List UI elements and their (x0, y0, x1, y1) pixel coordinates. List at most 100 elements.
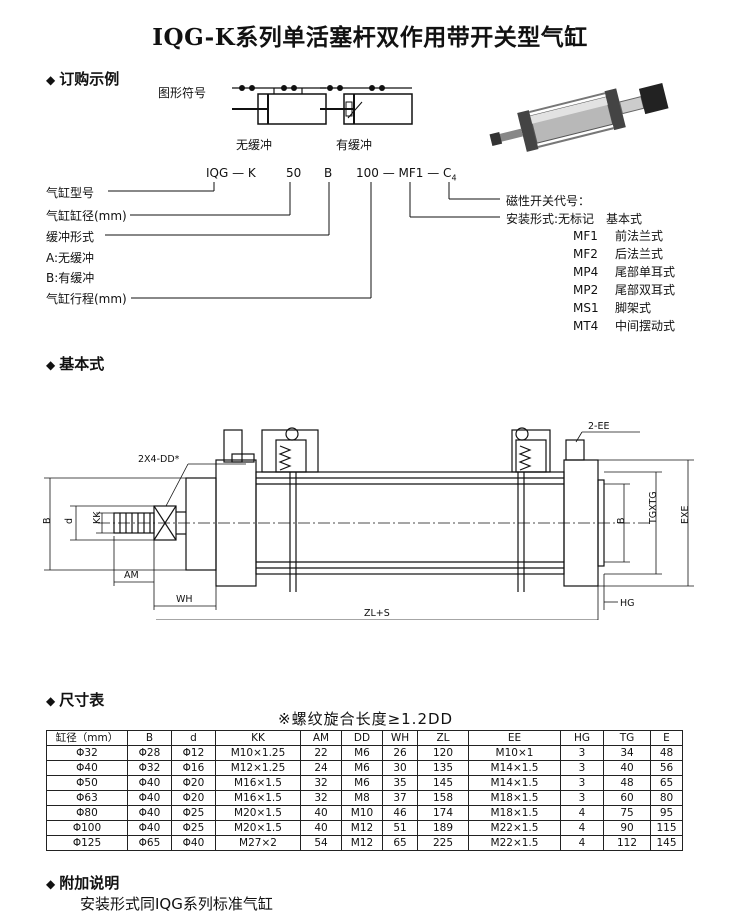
table-cell: 22 (300, 745, 342, 761)
table-header-cell: d (171, 730, 216, 746)
code-stroke-mount-text: 100 — MF1 — C (356, 166, 452, 180)
table-cell: M6 (341, 760, 383, 776)
table-cell: M20×1.5 (215, 805, 301, 821)
table-cell: M6 (341, 775, 383, 791)
table-cell: Φ40 (46, 760, 128, 776)
table-cell: Φ25 (171, 805, 216, 821)
table-cell: 30 (382, 760, 418, 776)
label-bore: 气缸缸径(mm) (46, 209, 127, 223)
table-cell: Φ28 (127, 745, 172, 761)
section-basic-label: 基本式 (59, 355, 105, 373)
table-cell: M8 (341, 790, 383, 806)
table-cell: 3 (560, 790, 604, 806)
table-header-cell: 缸径（mm） (46, 730, 128, 746)
table-cell: 48 (603, 775, 651, 791)
table-cell: 115 (650, 820, 683, 836)
table-cell: 48 (650, 745, 683, 761)
table-cell: 90 (603, 820, 651, 836)
cylinder-product-illustration (489, 83, 669, 152)
table-cell: 32 (300, 775, 342, 791)
label-model: 气缸型号 (46, 186, 95, 200)
code-model: IQG — K (206, 166, 256, 180)
symbol-label: 图形符号 (158, 86, 207, 100)
table-header-cell: ZL (417, 730, 469, 746)
label-mount-basic: 基本式 (606, 212, 643, 226)
table-header-cell: AM (300, 730, 342, 746)
table-cell: M12×1.25 (215, 760, 301, 776)
table-cell: M18×1.5 (468, 790, 561, 806)
drawing-d-label: d (64, 518, 75, 524)
table-header-cell: E (650, 730, 683, 746)
table-cell: M10 (341, 805, 383, 821)
section-order-heading: ◆订购示例 (46, 68, 119, 89)
table-cell: 112 (603, 835, 651, 851)
table-cell: 145 (417, 775, 469, 791)
thread-note: ※螺纹旋合长度≥1.2DD (278, 710, 454, 728)
table-cell: Φ80 (46, 805, 128, 821)
table-header-cell: WH (382, 730, 418, 746)
table-cell: M22×1.5 (468, 835, 561, 851)
code-stroke-mount: 100 — MF1 — C4 (356, 166, 457, 182)
table-cell: M16×1.5 (215, 775, 301, 791)
table-cell: 40 (300, 820, 342, 836)
table-cell: 75 (603, 805, 651, 821)
table-cell: M20×1.5 (215, 820, 301, 836)
no-cushion-label: 无缓冲 (236, 138, 273, 152)
table-cell: M10×1 (468, 745, 561, 761)
table-cell: 34 (603, 745, 651, 761)
code-switch-subscript: 4 (451, 173, 457, 183)
table-header-cell: HG (560, 730, 604, 746)
table-cell: 174 (417, 805, 469, 821)
table-cell: 24 (300, 760, 342, 776)
table-cell: Φ50 (46, 775, 128, 791)
label-mount: 安装形式:无标记基本式 (506, 210, 642, 227)
dimension-table: 缸径（mm） B d KK AM DD WH ZL EE HG TG E Φ32… (46, 730, 683, 851)
table-cell: 26 (382, 745, 418, 761)
cylinder-symbols (232, 85, 327, 125)
table-cell: Φ65 (127, 835, 172, 851)
table-cell: 54 (300, 835, 342, 851)
drawing-dd-label: 2X4-DD* (138, 454, 180, 465)
table-cell: 65 (382, 835, 418, 851)
table-cell: Φ40 (127, 775, 172, 791)
code-cushion: B (324, 166, 333, 180)
label-switch-code: 磁性开关代号： (506, 194, 591, 208)
section-order-label: 订购示例 (59, 70, 120, 88)
table-header-row: 缸径（mm） B d KK AM DD WH ZL EE HG TG E (46, 730, 683, 746)
label-stroke: 气缸行程(mm) (46, 292, 127, 306)
table-cell: Φ32 (46, 745, 128, 761)
table-cell: Φ32 (127, 760, 172, 776)
table-cell: M14×1.5 (468, 760, 561, 776)
cushion-symbol-icon (320, 85, 413, 125)
drawing-kk-label: KK (92, 511, 103, 524)
section-additional-heading: ◆附加说明 (46, 872, 119, 893)
drawing-zl-label: ZL+S (364, 608, 390, 619)
label-with-cushion: B:有缓冲 (46, 271, 95, 285)
label-cushion: 缓冲形式 (46, 230, 95, 244)
table-cell: M16×1.5 (215, 790, 301, 806)
table-cell: 120 (417, 745, 469, 761)
section-basic-heading: ◆基本式 (46, 353, 104, 374)
table-header-cell: KK (215, 730, 301, 746)
table-cell: 32 (300, 790, 342, 806)
table-cell: 4 (560, 805, 604, 821)
table-cell: 80 (650, 790, 683, 806)
table-cell: 225 (417, 835, 469, 851)
table-cell: Φ63 (46, 790, 128, 806)
table-cell: 40 (603, 760, 651, 776)
table-cell: 60 (603, 790, 651, 806)
table-cell: 35 (382, 775, 418, 791)
code-bore: 50 (286, 166, 302, 180)
cushion-label: 有缓冲 (336, 138, 373, 152)
table-cell: M14×1.5 (468, 775, 561, 791)
table-cell: M18×1.5 (468, 805, 561, 821)
additional-text: 安装形式同IQG系列标准气缸 (80, 895, 273, 913)
